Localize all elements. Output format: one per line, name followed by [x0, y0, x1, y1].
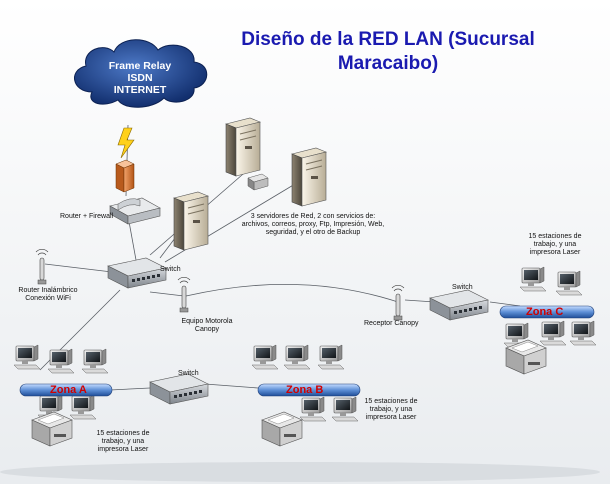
stations-zone-b-line-2: trabajo, y una: [369, 406, 413, 413]
stations-zone-a-label: 15 estaciones de trabajo, y una impresor…: [88, 430, 158, 454]
server-icon: [225, 117, 261, 177]
zone-c-label: Zona C: [526, 306, 564, 318]
switch-main-label: Switch: [160, 266, 181, 273]
zone-a-bus: [19, 383, 113, 397]
stations-zone-c-line-2: trabajo, y una: [533, 241, 577, 248]
zone-a-label: Zona A: [50, 384, 87, 396]
internet-cloud: [74, 39, 208, 108]
stations-zone-a-line-1: 15 estaciones de: [96, 430, 150, 437]
workstation-icon: [569, 320, 597, 346]
workstation-icon: [519, 266, 547, 292]
title-line-1: Diseño de la RED LAN (Sucursal: [241, 29, 535, 50]
workstation-icon: [299, 396, 327, 422]
cloud-line-1: Frame Relay: [108, 60, 172, 72]
cloud-line-3: INTERNET: [113, 84, 167, 96]
switch-zone-c-label: Switch: [452, 284, 473, 291]
stations-zone-a-line-3: impresora Laser: [97, 446, 149, 453]
workstation-icon: [47, 348, 75, 374]
zone-b-label: Zona B: [286, 384, 324, 396]
workstation-icon: [539, 320, 567, 346]
canopy-receiver-label: Receptor Canopy: [364, 320, 419, 327]
stations-zone-b-line-3: impresora Laser: [365, 414, 417, 421]
workstation-icon: [283, 344, 311, 370]
workstation-icon: [69, 394, 97, 420]
workstation-icon: [331, 396, 359, 422]
stations-zone-b-label: 15 estaciones de trabajo, y una impresor…: [356, 398, 426, 422]
router-label: Router + Firewall: [60, 213, 114, 220]
servers-label: 3 servidores de Red, 2 con servicios de:…: [238, 213, 388, 237]
server-icon: [173, 191, 209, 251]
stations-zone-c-label: 15 estaciones de trabajo, y una impresor…: [520, 233, 590, 257]
switch-zone-a-label: Switch: [178, 370, 199, 377]
servers-label-line-2: archivos, correos, proxy, Ftp, Impresión…: [241, 221, 385, 228]
stations-zone-b-line-1: 15 estaciones de: [364, 398, 418, 405]
floor-shadow: [0, 462, 600, 482]
workstation-icon: [555, 270, 583, 296]
workstation-icon: [251, 344, 279, 370]
stations-zone-c-line-1: 15 estaciones de: [528, 233, 582, 240]
canopy-equipment-label: Equipo Motorola Canopy: [172, 318, 242, 334]
stations-zone-c-line-3: impresora Laser: [529, 249, 581, 256]
lightning-icon: [117, 127, 135, 159]
workstation-icon: [81, 348, 109, 374]
canopy-equipment-label-line-1: Equipo Motorola: [181, 318, 233, 325]
zone-b-bus: [257, 383, 361, 397]
cloud-label: Frame Relay ISDN INTERNET: [85, 60, 195, 96]
servers-label-line-3: seguridad, y el otro de Backup: [265, 229, 361, 236]
cloud-line-2: ISDN: [127, 72, 153, 84]
title-line-2: Maracaibo): [337, 53, 439, 74]
canopy-equipment-label-line-2: Canopy: [194, 326, 220, 333]
wireless-router-label-line-2: Conexión WiFi: [25, 295, 71, 302]
firewall-icon: [115, 159, 135, 193]
wireless-router-label: Router Inalámbrico Conexión WiFi: [12, 287, 84, 303]
servers-label-line-1: 3 servidores de Red, 2 con servicios de:: [250, 213, 376, 220]
stations-zone-a-line-2: trabajo, y una: [101, 438, 145, 445]
zone-c-bus: [499, 305, 595, 319]
backup-drive-icon: [247, 173, 269, 191]
server-icon: [291, 147, 327, 207]
diagram-title: Diseño de la RED LAN (Sucursal Maracaibo…: [228, 28, 548, 76]
router-icon: [109, 197, 161, 225]
workstation-icon: [317, 344, 345, 370]
workstation-icon: [13, 344, 41, 370]
wireless-router-label-line-1: Router Inalámbrico: [18, 287, 78, 294]
